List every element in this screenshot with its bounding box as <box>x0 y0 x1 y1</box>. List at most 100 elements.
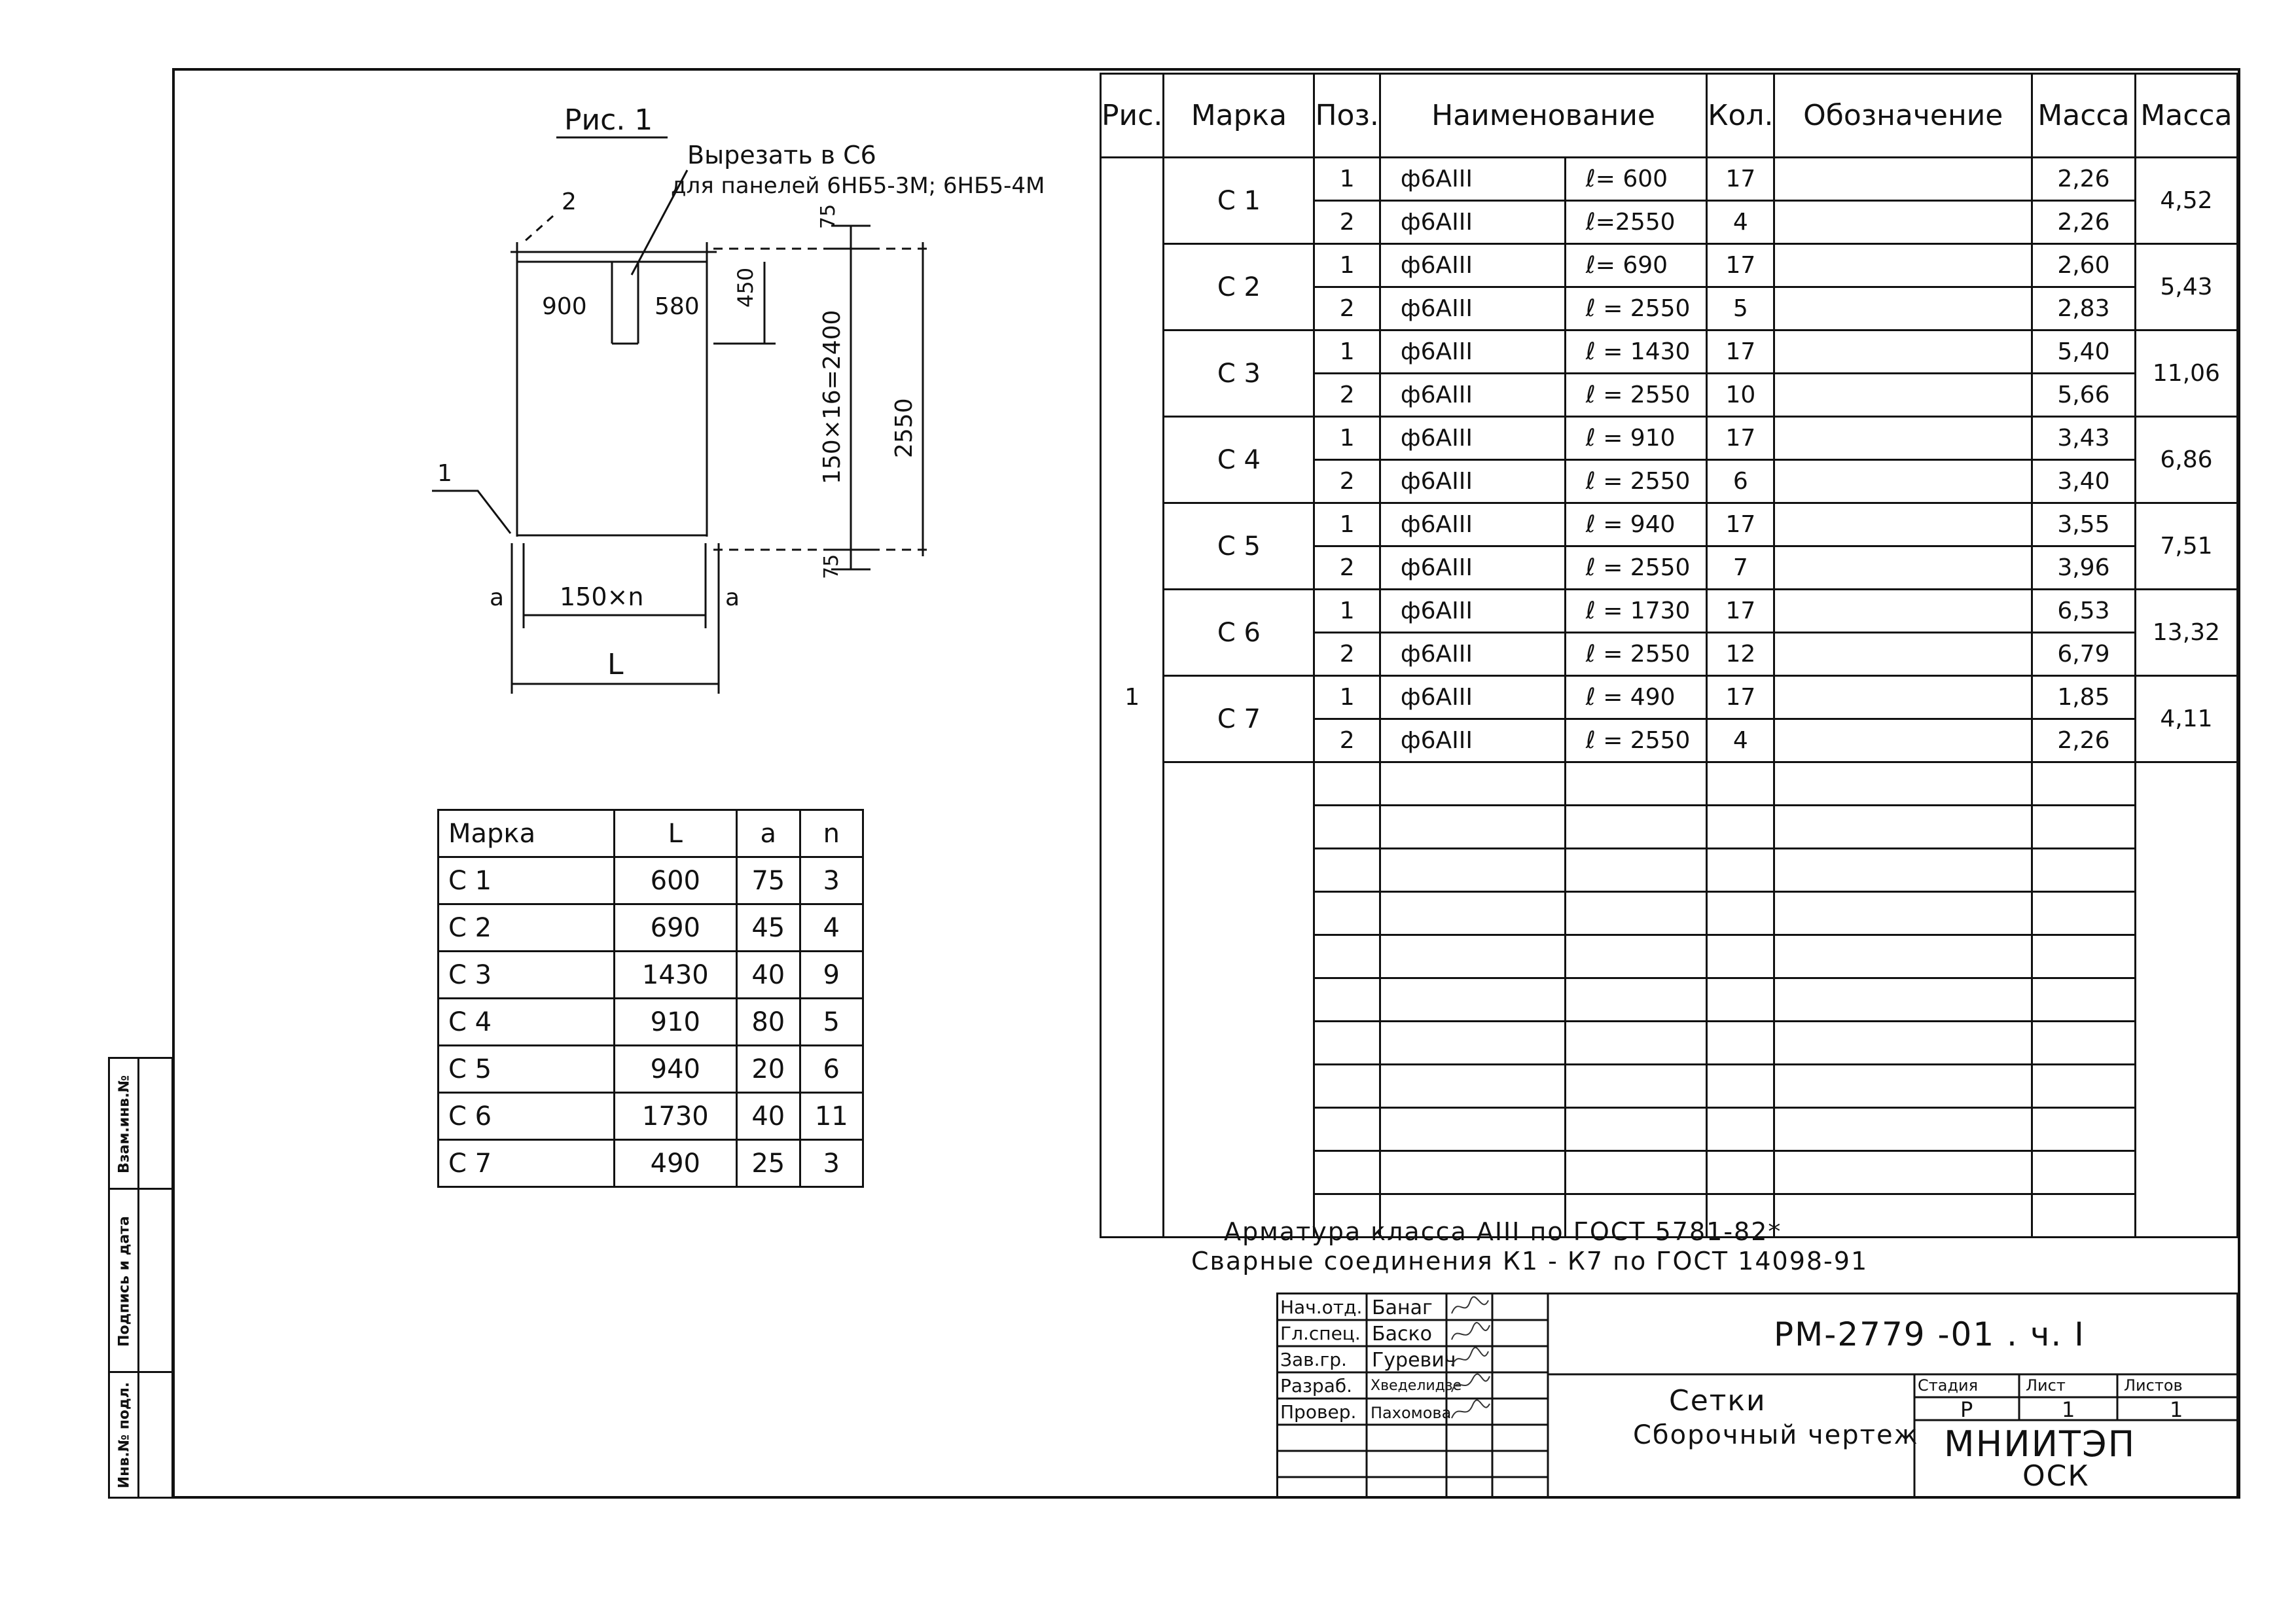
drawing-title-1: Сетки <box>1669 1384 1767 1418</box>
spec-length: ℓ = 910 <box>1564 416 1708 461</box>
spec-header-massa1: Масса <box>2030 73 2136 158</box>
table-row-empty <box>1101 891 2238 936</box>
spec-empty-cell <box>1773 847 2033 893</box>
spec-oboz <box>1773 243 2033 288</box>
name-4: Хведелидзе <box>1371 1378 1462 1394</box>
spec-mass: 3,43 <box>2030 416 2136 461</box>
spec-empty-cell <box>1706 1107 1776 1152</box>
spec-empty-cell <box>1706 1150 1776 1195</box>
spec-empty-cell <box>1564 847 1708 893</box>
spec-empty-cell <box>1313 761 1381 806</box>
spec-poz: 1 <box>1313 243 1381 288</box>
spec-total-mass: 13,32 <box>2134 588 2239 677</box>
name-1: Банаг <box>1372 1296 1433 1319</box>
spec-name: ф6АIII <box>1378 286 1566 331</box>
param-header-L: L <box>613 809 738 858</box>
name-3: Гуревич <box>1372 1349 1456 1372</box>
spec-mass: 2,26 <box>2030 200 2136 245</box>
spec-length: ℓ= 600 <box>1564 156 1708 202</box>
spec-empty-cell <box>1313 891 1381 936</box>
spec-name: ф6АIII <box>1378 243 1566 288</box>
spec-total-empty <box>2134 761 2239 1238</box>
spec-empty-cell <box>1564 1150 1708 1195</box>
spec-empty-cell <box>2030 847 2136 893</box>
spec-empty-cell <box>1313 847 1381 893</box>
spec-mass: 2,26 <box>2030 718 2136 763</box>
spec-oboz <box>1773 372 2033 418</box>
role-2: Гл.спец. <box>1280 1323 1361 1344</box>
spec-oboz <box>1773 329 2033 374</box>
param-header-n: n <box>798 809 865 858</box>
param-cell: 940 <box>613 1044 738 1094</box>
spec-empty-cell <box>1564 1063 1708 1109</box>
spec-length: ℓ = 2550 <box>1564 372 1708 418</box>
spec-name: ф6АIII <box>1378 545 1566 590</box>
spec-empty-cell <box>1773 1150 2033 1195</box>
strip-label-inv: Инв.№ подл. <box>116 1382 133 1489</box>
spec-poz: 2 <box>1313 372 1381 418</box>
spec-poz: 1 <box>1313 156 1381 202</box>
spec-poz: 1 <box>1313 675 1381 720</box>
table-row-empty <box>1101 934 2238 979</box>
param-cell: 40 <box>736 950 801 999</box>
spec-header-poz: Поз. <box>1313 73 1381 158</box>
spec-length: ℓ = 1730 <box>1564 588 1708 633</box>
spec-empty-cell <box>1773 891 2033 936</box>
figure-note-line1: Вырезать в С6 <box>687 141 876 169</box>
spec-empty-cell <box>1564 1193 1708 1238</box>
spec-length: ℓ = 2550 <box>1564 632 1708 677</box>
spec-empty-cell <box>1378 1107 1566 1152</box>
name-2: Баско <box>1372 1323 1432 1346</box>
spec-kol: 17 <box>1706 329 1776 374</box>
param-header-row: Марка L a n <box>437 809 865 858</box>
spec-poz: 1 <box>1313 588 1381 633</box>
param-cell: С 6 <box>437 1092 615 1141</box>
spec-header-oboz: Обозначение <box>1773 73 2033 158</box>
spec-empty-cell <box>2030 1107 2136 1152</box>
param-cell: 25 <box>736 1139 801 1188</box>
spec-ris-value: 1 <box>1099 156 1165 1238</box>
dim-bottom-75: 75 <box>820 554 843 579</box>
org-name-1: МНИИТЭП <box>1944 1423 2136 1465</box>
spec-mass: 5,66 <box>2030 372 2136 418</box>
role-1: Нач.отд. <box>1280 1296 1363 1318</box>
spec-kol: 17 <box>1706 416 1776 461</box>
param-header-marka: Марка <box>437 809 615 858</box>
param-cell: 11 <box>798 1092 865 1141</box>
param-cell: 9 <box>798 950 865 999</box>
spec-kol: 17 <box>1706 243 1776 288</box>
dim-top-75: 75 <box>817 204 840 229</box>
spec-header-marka: Марка <box>1162 73 1316 158</box>
table-row-empty <box>1101 1063 2238 1109</box>
signatures <box>1451 1296 1490 1419</box>
spec-empty-cell <box>1378 977 1566 1022</box>
param-cell: 490 <box>613 1139 738 1188</box>
spec-name: ф6АIII <box>1378 372 1566 418</box>
spec-empty-cell <box>2030 1063 2136 1109</box>
spec-mass: 2,26 <box>2030 156 2136 202</box>
spec-poz: 2 <box>1313 286 1381 331</box>
spec-mass: 1,85 <box>2030 675 2136 720</box>
spec-poz: 2 <box>1313 459 1381 504</box>
note-line2: Сварные соединения К1 - К7 по ГОСТ 14098… <box>1191 1247 1869 1275</box>
spec-kol: 17 <box>1706 675 1776 720</box>
spec-empty-cell <box>1706 761 1776 806</box>
role-5: Провер. <box>1280 1401 1357 1423</box>
dim-a-left: a <box>490 584 504 611</box>
spec-mark: С 6 <box>1162 588 1316 677</box>
dim-900: 900 <box>542 293 587 320</box>
spec-poz: 2 <box>1313 200 1381 245</box>
figure-note-line2: для панелей 6НБ5-3М; 6НБ5-4М <box>671 173 1045 199</box>
spec-mass: 5,40 <box>2030 329 2136 374</box>
spec-oboz <box>1773 502 2033 547</box>
spec-length: ℓ = 2550 <box>1564 545 1708 590</box>
param-cell: 1430 <box>613 950 738 999</box>
param-cell: 3 <box>798 856 865 905</box>
